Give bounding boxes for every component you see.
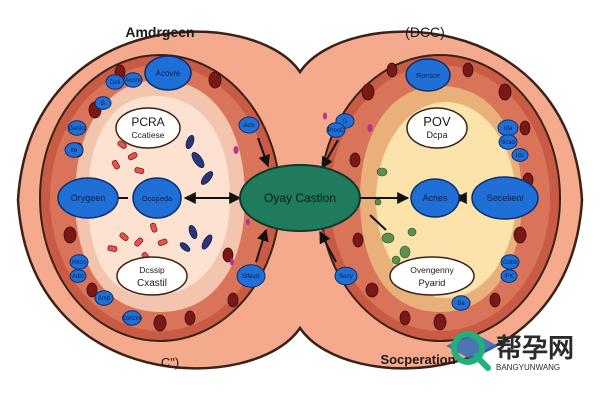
left-top-node: Acovre [144,55,192,91]
left-bottom-callout: Dcssip Cxastil [116,256,188,296]
left-navy-vesicles [179,135,214,252]
right-bottom-callout-line2: Pyarid [419,278,446,289]
arrow-top-left [257,137,271,168]
left-top-callout-line2: Ccatiese [131,130,164,140]
right-small-node-label: Scad [501,140,515,146]
left-small-node-5: Acls [238,116,260,134]
right-outer-node-label: Secelieni [487,193,524,203]
left-small-node-7: Adlo [69,269,87,283]
right-small-node-shape [334,266,358,286]
left-small-node-3: Ganks [67,120,87,136]
right-small-node-label: Ba [457,301,465,307]
left-small-node-9: Conzire [122,310,143,326]
watermark-en-text: BANGYUNWANG [496,363,560,372]
right-small-node-label: IFK [504,274,513,280]
right-small-node-label: Seny [339,274,353,280]
left-small-node-label: Doll [110,80,120,86]
left-small-node-shape [69,269,87,283]
arrow-bottom-left [255,228,269,263]
left-small-node-label: Amp [98,296,111,302]
left-small-node-0: Doll [105,74,125,90]
left-top-callout: PCRA Ccatiese [115,107,181,149]
left-small-node-10: Slfeuiz [236,264,266,288]
right-top-callout-line2: Dcpa [426,130,447,140]
left-inner-node: Ocopeda [132,177,182,219]
left-small-node-4: ite [64,142,84,158]
right-small-node-1: ProoC [326,122,346,138]
left-small-node-label: Acls [243,123,254,129]
right-inner-node-label: Acnes [422,193,448,203]
watermark: 帮孕网 BANGYUNWANG [446,331,574,372]
watermark-cn-text: 帮孕网 [496,334,574,364]
left-top-node-label: Acovre [156,69,181,78]
left-small-node-label: Acorn [125,78,141,84]
title-left-bottom: C") [161,355,179,370]
left-bottom-callout-line2: Cxastil [137,278,167,289]
right-small-node-2: Ida [497,119,519,137]
left-small-node-shape [122,310,142,326]
right-small-node-label: ProoC [327,128,345,134]
connector-green [369,214,387,231]
left-small-node-label: Adlo [72,274,85,280]
right-bottom-callout-line1: Ovengenny [410,265,454,275]
right-small-node-label: Ido [516,153,525,159]
left-small-node-1: Acorn [123,72,143,88]
right-small-node-label: Ida [504,126,513,132]
left-small-node-label: ite [71,148,78,154]
right-small-node-6: IFK [500,269,518,283]
left-inner-node-label: Ocopeda [142,194,173,203]
left-outer-node: Orygeen [57,177,119,219]
right-inner-node: Acnes [410,178,460,218]
right-small-node-shape [498,134,518,150]
right-small-node-shape [326,122,346,138]
left-small-node-shape [238,116,260,134]
left-small-node-8: Amp [94,290,114,306]
left-top-callout-line1: PCRA [131,115,164,129]
title-left-top: Amdrgeen [125,24,194,40]
right-bottom-callout: Ovengenny Pyarid [389,256,475,296]
left-small-node-shape [236,264,266,288]
left-bottom-callout-line1: Dcssip [139,265,165,275]
watermark-logo-icon [446,331,498,371]
right-small-node-7: Ba [451,295,471,311]
right-small-node-shape [511,148,529,162]
left-small-node-label: Ganks [68,126,85,132]
right-top-callout: POV Dcpa [406,107,468,149]
left-small-node-shape [64,142,84,158]
left-small-node-label: Hitco [72,260,86,266]
left-small-node-6: Hitco [69,254,89,270]
left-small-node-label: B [101,101,105,107]
right-small-node-3: Scad [498,134,518,150]
left-small-node-label: Conzire [122,316,143,322]
right-small-node-shape [500,269,518,283]
right-small-node-label: Coba [503,260,518,266]
left-outer-node-label: Orygeen [71,193,106,203]
left-small-node-shape [123,72,143,88]
left-small-node-label: Slfeuiz [242,274,260,280]
left-small-node-shape [94,96,112,110]
right-small-node-4: Ido [511,148,529,162]
right-small-node-label: G [343,119,348,125]
arrow-bottom-right [319,230,337,263]
left-small-node-shape [67,120,87,136]
arrow-top-right [321,139,339,170]
right-top-node: Rorsce [405,58,451,92]
left-small-node-shape [94,290,114,306]
right-top-callout-line1: POV [423,114,451,129]
right-green-vesicles [374,167,417,265]
right-small-node-shape [451,295,471,311]
title-right-top: (DCC) [405,24,445,40]
left-small-node-2: B [94,96,112,110]
center-node: Oyay Castlon [239,164,361,232]
right-small-node-5: Coba [500,254,520,270]
title-right-bottom: Socperation [380,352,455,367]
center-node-label: Oyay Castlon [264,191,336,205]
right-outer-node: Secelieni [471,176,539,220]
right-small-node-8: Seny [334,266,358,286]
right-top-node-label: Rorsce [416,71,440,80]
